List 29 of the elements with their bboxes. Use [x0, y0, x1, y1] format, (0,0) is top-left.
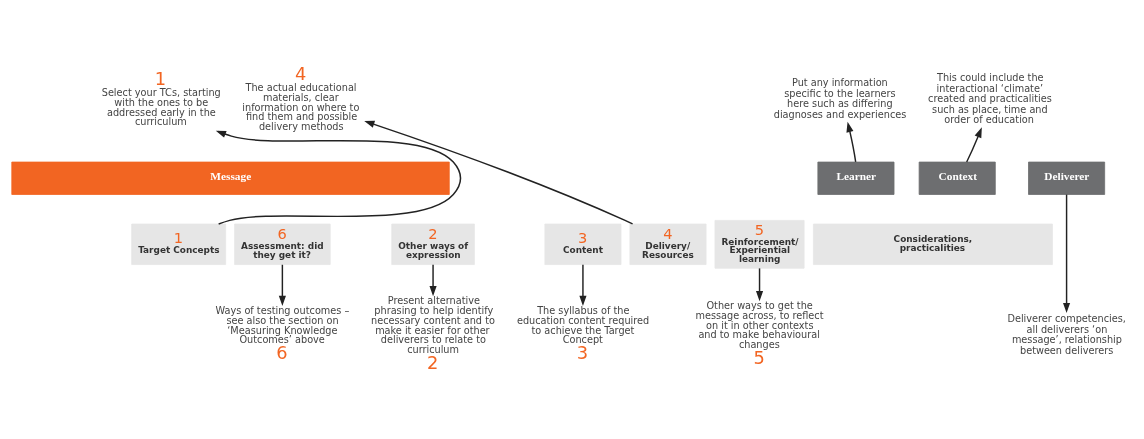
- node-box: 6 Assessment: did they get it?: [234, 223, 331, 265]
- node-box: 4 Delivery/ Resources: [629, 223, 707, 265]
- arrow: [429, 263, 437, 296]
- node-box: 1 Target Concepts: [131, 223, 227, 265]
- node-text: 1 Select your TCs, starting with the ones to be addressed early in the curriculum: [101, 67, 221, 127]
- node-text: This could include the interactional ‘climate’ created and practicalities such as place, time and order of education: [928, 71, 1052, 125]
- node-text: The syllabus of the education content required to achieve the Target Concept 3: [516, 304, 650, 363]
- node-text: Other ways to get the message across, to reflect on it in other contexts and to make behavioural changes 5: [695, 299, 824, 368]
- node-text: Put any information specific to the learners here such as differing diagnoses and experiences: [773, 76, 907, 120]
- node-text: 4 The actual educational materials, clear information on where to find them and possible delivery methods: [242, 62, 360, 132]
- node-text: Deliverer competencies, all deliverers ‘on message’, relationship between deliverers: [1007, 312, 1126, 356]
- arrow: [965, 126, 982, 163]
- node-box: Message: [11, 161, 450, 195]
- node-box: Deliverer: [1028, 161, 1106, 195]
- arrow: [755, 267, 764, 301]
- arrow: [1063, 193, 1071, 313]
- node-box: 3 Content: [544, 223, 622, 265]
- arrow: [364, 120, 634, 225]
- node-box: Context: [918, 161, 996, 195]
- node-text: Ways of testing outcomes – see also the section on ‘Measuring Knowledge Outcomes’ above 6: [215, 304, 350, 363]
- node-box: 5 Reinforcement/ Experiential learning: [714, 219, 805, 269]
- arrow: [846, 121, 857, 163]
- node-box: Learner: [817, 161, 895, 195]
- arrow: [215, 130, 462, 225]
- arrow: [278, 263, 286, 306]
- arrow: [579, 263, 587, 306]
- node-text: Present alternative phrasing to help identify necessary content and to make it easier for other deliverers to relate to curriculum 2: [371, 294, 495, 373]
- node-box: Considerations, practicalities: [813, 223, 1053, 265]
- node-box: 2 Other ways of expression: [391, 223, 475, 265]
